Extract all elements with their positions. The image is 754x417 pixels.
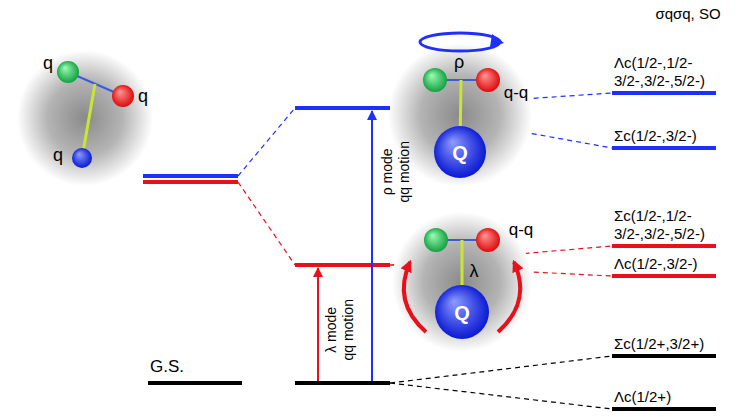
heavy-quark-ball: [434, 126, 486, 178]
state-label: Λc(1/2+): [614, 388, 744, 406]
state-label: Λc(1/2-,1/2- 3/2-,3/2-,5/2-): [614, 54, 744, 90]
energy-level: [295, 263, 390, 267]
dashed-leader: [390, 356, 612, 383]
quark-label: ρ: [454, 53, 464, 73]
energy-level: [612, 244, 716, 248]
quark-label: Q: [454, 302, 470, 324]
quark-ball: [72, 148, 92, 168]
quark-label: q: [53, 146, 63, 166]
mode-label: ρ mode qq motion: [379, 135, 413, 209]
mode-label: λ mode qq motion: [323, 293, 357, 367]
dashed-leader: [390, 383, 612, 409]
quark-label: q: [138, 87, 148, 107]
baryon-sphere: [17, 50, 153, 186]
energy-level: [148, 381, 242, 385]
quark-sphere: λ q-qQ: [392, 212, 532, 352]
quark-label: Q: [452, 142, 468, 164]
state-label: Σc(1/2-,3/2-): [614, 127, 744, 145]
dashed-leader: [238, 182, 295, 265]
energy-level: [612, 354, 716, 358]
energy-level: [612, 274, 716, 278]
quark-ball: [112, 85, 134, 107]
ground-state-label: G.S.: [150, 357, 184, 377]
quark-ball: [476, 228, 500, 252]
quark-bond: [82, 84, 95, 158]
quark-label: q: [43, 54, 53, 74]
column-header: σqσq, SO: [655, 5, 720, 23]
quark-ball: [424, 228, 448, 252]
state-label: Σc(1/2+,3/2+): [614, 335, 744, 353]
energy-level: [612, 407, 716, 411]
quark-ball: [476, 68, 500, 92]
energy-level: [143, 180, 238, 184]
dashed-leader: [238, 108, 295, 176]
quark-label: λ: [470, 262, 479, 282]
excitation-arrow: [317, 268, 319, 381]
quark-ball: [57, 61, 79, 83]
quark-label: q-q: [509, 221, 534, 240]
quark-ball: [423, 68, 447, 92]
energy-level: [295, 106, 390, 110]
rotation-arrowhead: [490, 34, 504, 47]
rotation-arrow: [404, 262, 426, 332]
state-label: Λc(1/2-,3/2-): [614, 255, 744, 273]
state-label: Σc(1/2-,1/2- 3/2-,3/2-,5/2-): [614, 207, 744, 243]
rotation-ring: [420, 33, 500, 51]
quark-sphere: q q q: [17, 50, 153, 186]
rotation-arrow: [498, 262, 520, 332]
heavy-quark-ball: [435, 285, 489, 339]
quark-label: q-q: [504, 84, 529, 103]
excitation-arrow: [371, 111, 373, 381]
energy-level: [295, 381, 390, 385]
energy-level: [143, 174, 238, 178]
energy-level: [612, 146, 716, 150]
energy-level: [612, 91, 716, 95]
